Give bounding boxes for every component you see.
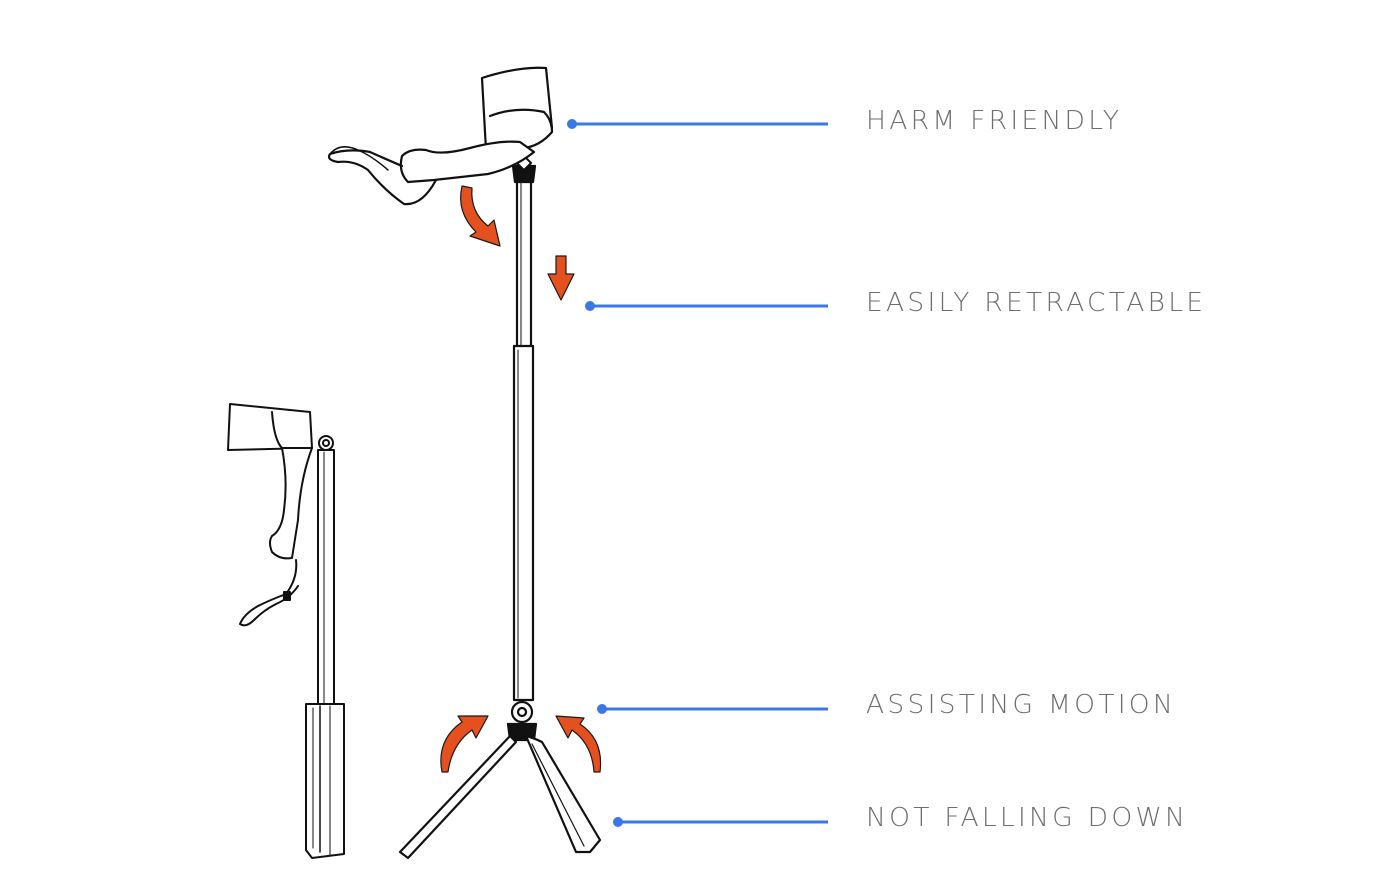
curved-arrow-icon: [555, 715, 602, 773]
folded-crutch-drawing: [227, 403, 345, 859]
leader-line-easily-retractable: [585, 301, 828, 311]
leader-lines: [567, 119, 828, 827]
label-not-falling-down: NOT FALLING DOWN: [866, 803, 1189, 833]
motion-arrows: [440, 185, 602, 773]
leader-line-assisting-motion: [597, 704, 828, 714]
curved-arrow-icon: [460, 185, 501, 247]
crutch-drawing: [327, 66, 602, 860]
leader-line-harm-friendly: [567, 119, 828, 129]
curved-arrow-icon: [440, 715, 489, 773]
label-easily-retractable: EASILY RETRACTABLE: [866, 288, 1207, 318]
leader-line-not-falling-down: [613, 817, 828, 827]
label-harm-friendly: HARM FRIENDLY: [866, 106, 1123, 136]
label-assisting-motion: ASSISTING MOTION: [866, 690, 1177, 720]
down-arrow-icon: [547, 255, 575, 301]
